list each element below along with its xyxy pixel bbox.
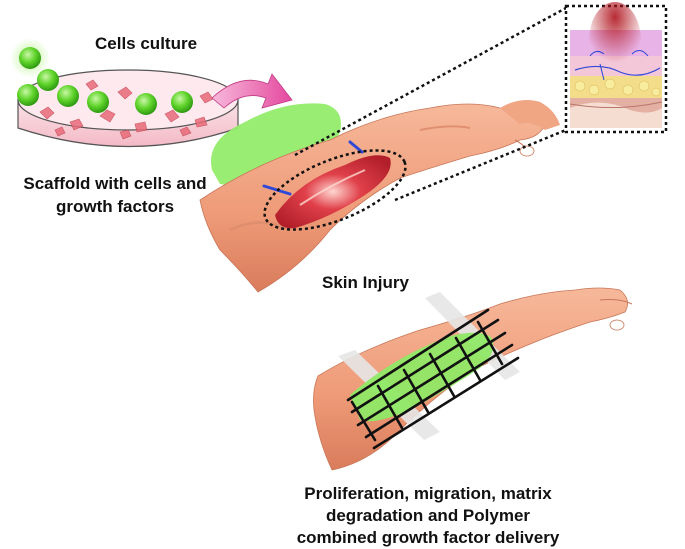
scaffold-label-line1: Scaffold with cells and [23, 174, 207, 193]
outcome-label-line1: Proliferation, migration, matrix [304, 484, 552, 503]
scaffold-label: Scaffold with cells and growth factors [0, 172, 230, 218]
skin-injury-label: Skin Injury [322, 273, 409, 292]
outcome-label-line3: combined growth factor delivery [296, 528, 560, 547]
outcome-label-line2: degradation and Polymer [325, 506, 531, 525]
scaffold-label-line2: growth factors [55, 197, 175, 216]
cells-culture-label: Cells culture [95, 34, 198, 53]
scaffold-patch [210, 103, 341, 186]
treated-arm [313, 287, 633, 471]
injured-arm [199, 100, 560, 293]
mesh-scaffold-icon [346, 308, 520, 450]
curved-arrow-icon [211, 73, 293, 109]
petri-dish-icon [10, 38, 239, 148]
inset-connector [294, 6, 567, 202]
outcome-label: Proliferation, migration, matrix degrada… [268, 483, 588, 549]
skin-layers-inset-icon [564, 2, 668, 134]
